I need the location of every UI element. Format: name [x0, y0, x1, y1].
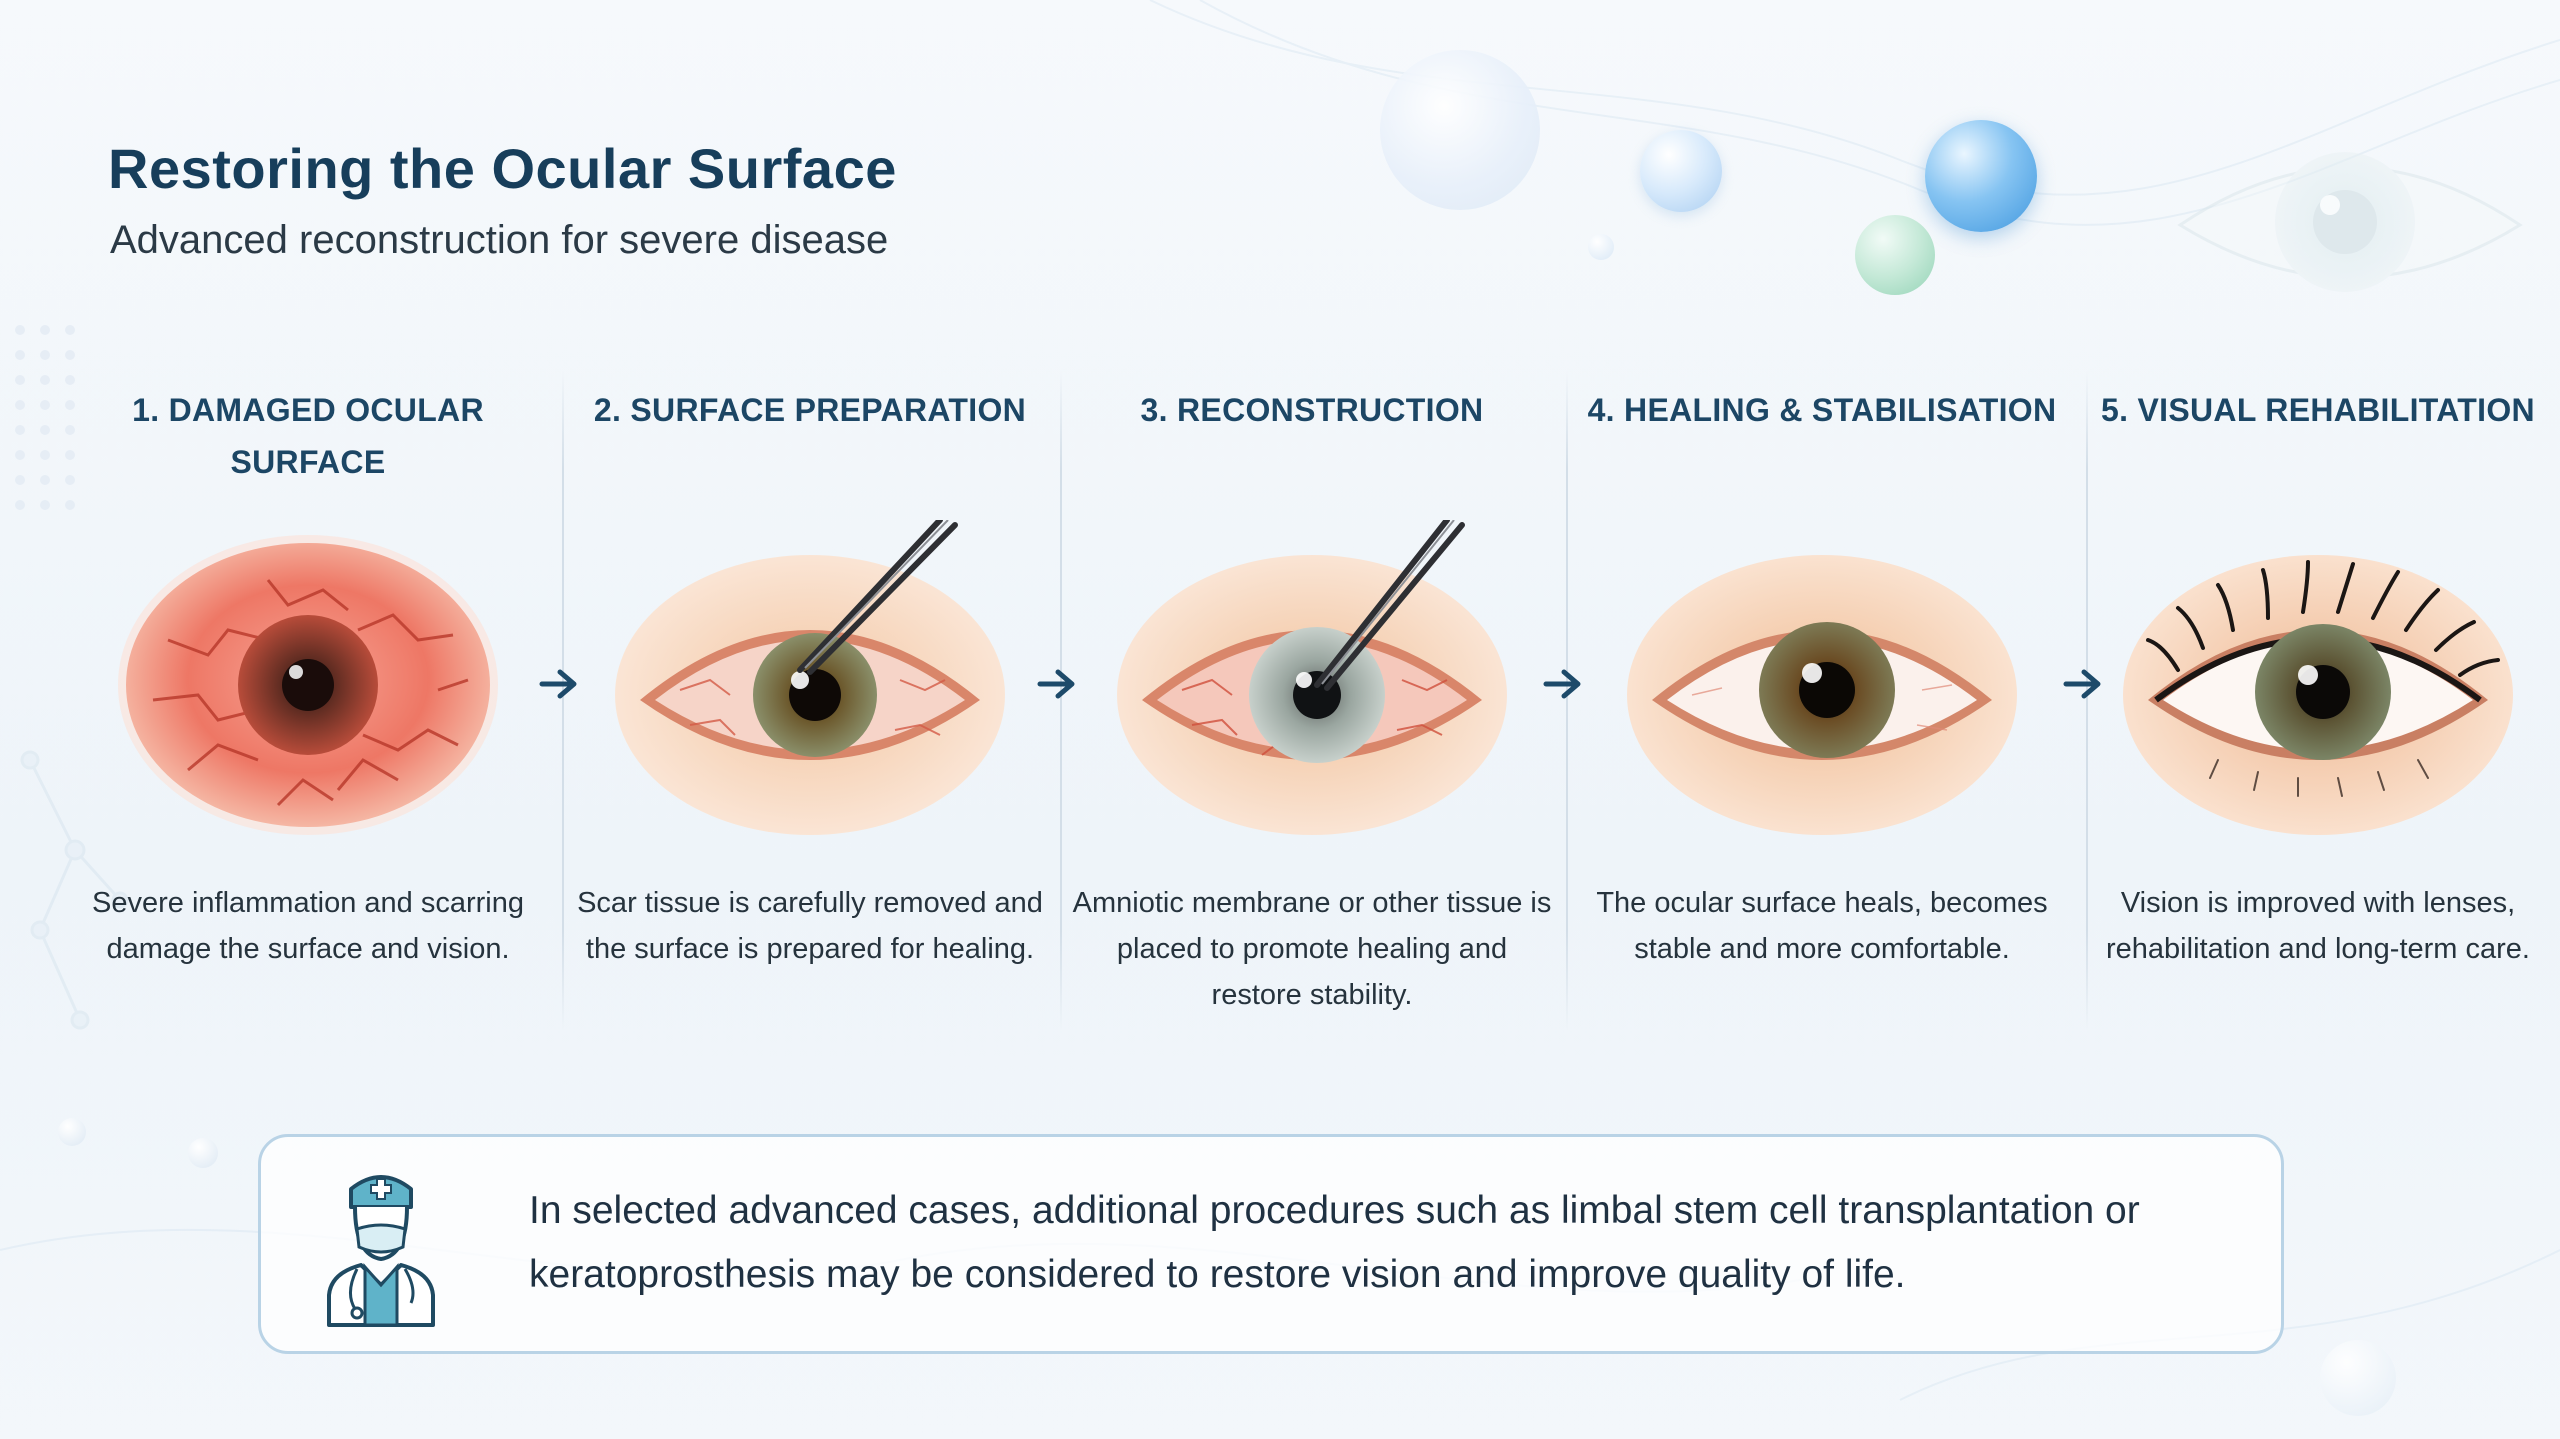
- step-title: 1. DAMAGED OCULAR SURFACE: [132, 392, 484, 480]
- eye-with-forceps-graft-icon: [1117, 520, 1507, 835]
- step-title: 3. RECONSTRUCTION: [1140, 392, 1484, 428]
- step-reconstruction: 3. RECONSTRUCTION: [1062, 370, 1562, 1030]
- decorative-bubble: [1925, 120, 2037, 232]
- step-divider: [562, 370, 564, 1030]
- decorative-bubble: [1640, 130, 1722, 212]
- arrow-right-icon: [539, 669, 577, 699]
- step-description: Amniotic membrane or other tissue is pla…: [1072, 887, 1552, 1011]
- step-description: The ocular surface heals, becomes stable…: [1596, 887, 2048, 965]
- step-healing-stabilisation: 4. HEALING & STABILISATION: [1572, 370, 2072, 1030]
- step-title: 2. SURFACE PREPARATION: [593, 392, 1027, 428]
- step-title: 5. VISUAL REHABILITATION: [2101, 392, 2535, 428]
- arrow-right-icon: [1543, 669, 1581, 699]
- decorative-bubble: [1855, 215, 1935, 295]
- decorative-bubble: [58, 1118, 86, 1146]
- step-surface-preparation: 2. SURFACE PREPARATION: [560, 370, 1060, 1030]
- decorative-bubble: [2320, 1340, 2396, 1416]
- eye-with-forceps-icon: [615, 520, 1005, 835]
- advanced-cases-note: In selected advanced cases, additional p…: [258, 1134, 2284, 1354]
- step-divider: [1566, 370, 1568, 1030]
- process-steps: 1. DAMAGED OCULAR SURFACE: [0, 370, 2560, 1030]
- decorative-bubble: [1380, 50, 1540, 210]
- arrow-right-icon: [1037, 669, 1075, 699]
- step-title: 4. HEALING & STABILISATION: [1587, 392, 2057, 428]
- step-visual-rehabilitation: 5. VISUAL REHABILITATION: [2068, 370, 2560, 1030]
- step-description: Scar tissue is carefully removed and the…: [577, 887, 1043, 965]
- inflamed-eye-icon: [118, 535, 498, 835]
- note-text: In selected advanced cases, additional p…: [529, 1189, 2140, 1296]
- healing-eye-icon: [1627, 555, 2017, 835]
- step-divider: [2086, 370, 2088, 1030]
- page-subtitle: Advanced reconstruction for severe disea…: [110, 218, 889, 262]
- healthy-eye-icon: [2123, 555, 2513, 835]
- step-divider: [1060, 370, 1062, 1030]
- page-title: Restoring the Ocular Surface: [108, 137, 897, 200]
- step-description: Severe inflammation and scarring damage …: [92, 887, 524, 965]
- step-damaged-ocular-surface: 1. DAMAGED OCULAR SURFACE: [58, 370, 558, 1030]
- decorative-bubble: [188, 1138, 218, 1168]
- arrow-right-icon: [2063, 669, 2101, 699]
- step-description: Vision is improved with lenses, rehabili…: [2106, 887, 2530, 965]
- doctor-icon: [327, 1175, 435, 1327]
- decorative-bubble: [1588, 234, 1614, 260]
